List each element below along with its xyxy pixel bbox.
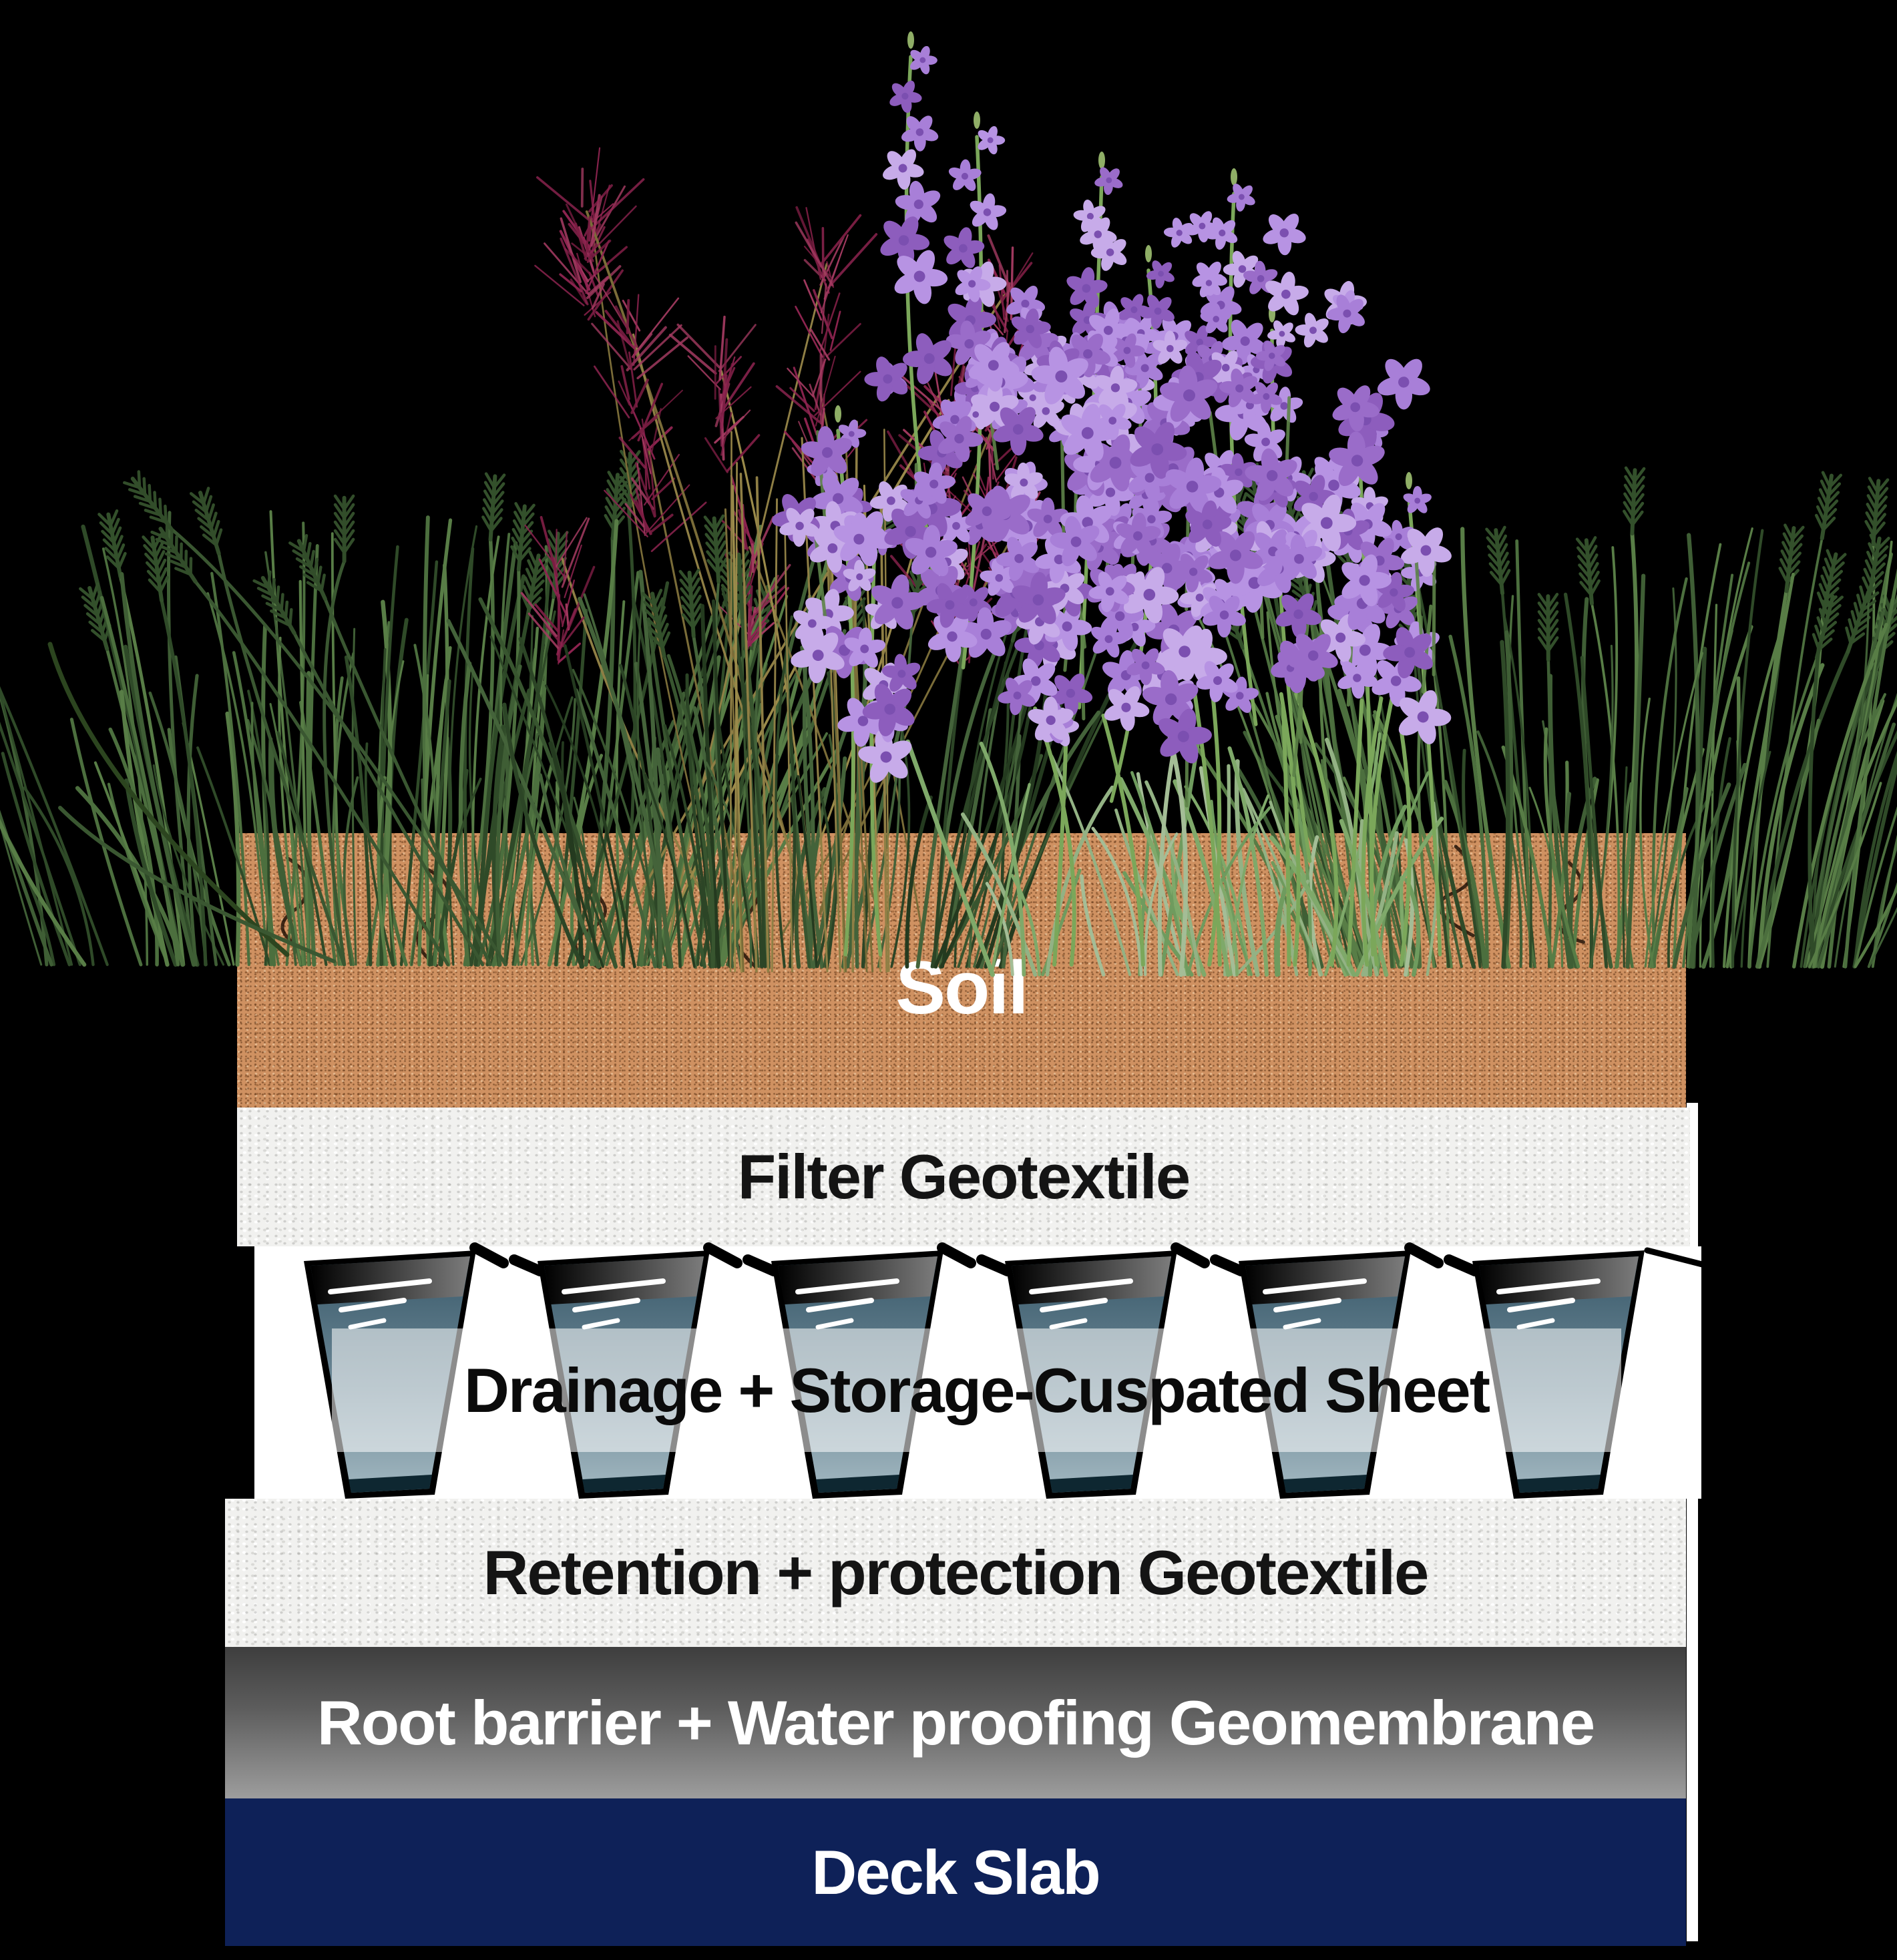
drainage-label-band: Drainage + Storage-Cuspated Sheet — [332, 1328, 1621, 1452]
sheet-edge-line — [1644, 1247, 1713, 1270]
layer-label-root-barrier: Root barrier + Water proofing Geomembran… — [317, 1687, 1595, 1758]
cuspated-sheet-cups — [254, 1246, 1713, 1499]
layer-root-barrier-geomembrane: Root barrier + Water proofing Geomembran… — [225, 1647, 1686, 1798]
layer-drainage-cuspated-sheet: Drainage + Storage-Cuspated Sheet — [254, 1246, 1713, 1499]
layer-soil: Soil — [237, 833, 1686, 1108]
lavender-foliage — [905, 732, 1444, 977]
layer-retention-geotextile: Retention + protection Geotextile — [225, 1499, 1686, 1647]
tuft-grass-left — [0, 449, 903, 967]
layer-label-retention-geotextile: Retention + protection Geotextile — [483, 1537, 1430, 1608]
layer-deck-slab: Deck Slab — [225, 1798, 1686, 1946]
layer-filter-geotextile: Filter Geotextile — [237, 1108, 1690, 1246]
layer-label-drainage: Drainage + Storage-Cuspated Sheet — [463, 1355, 1490, 1425]
layer-label-filter-geotextile: Filter Geotextile — [737, 1142, 1191, 1212]
lavender-flowers — [767, 44, 1464, 808]
planting-illustration — [0, 31, 1897, 977]
layer-label-deck-slab: Deck Slab — [811, 1836, 1100, 1907]
tuft-grass-right — [1178, 462, 1897, 969]
